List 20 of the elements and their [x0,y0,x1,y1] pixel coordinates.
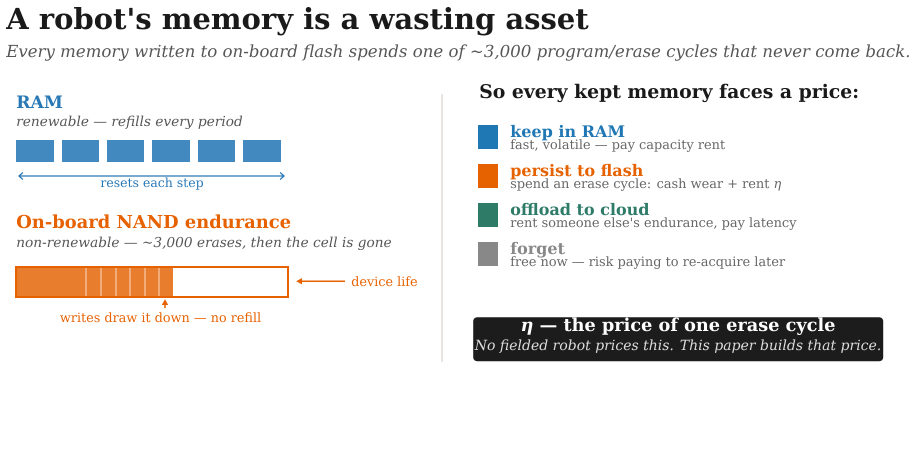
endurance-bar [15,266,289,298]
subheading: non-renewable — ~3,000 erases, then the cell is gone [17,236,392,250]
legend-label: persist to flash [510,164,643,180]
legend-label: offload to cloud [510,202,650,216]
legend-label: forget [510,242,565,258]
section-heading: So every kept memory faces a price: [480,84,858,102]
legend-label: keep in RAM [510,124,624,140]
subheading: renewable — refills every period [17,116,242,130]
section-heading: RAM [17,95,62,108]
callout-label: writes draw it down — no refill [60,312,261,322]
callout-label: device life [352,276,417,286]
description: fast, volatile — pay capacity rent [510,139,726,152]
span-label: resets each step [100,178,204,190]
description: free now — risk paying to re-acquire later [510,256,786,269]
description: rent someone else's endurance, pay latency [510,217,796,230]
section-heading: On-board NAND endurance [16,214,290,228]
description: spend an erase cycle: cash wear + rent η [510,178,781,191]
title: A robot's memory is a wasting asset [6,6,589,36]
subtitle: Every memory written to on-board flash spends one of ~3,000 program/erase cycles that never come back. [6,44,909,61]
note-box: η — the price of one erase cycle No fielded robot prices this. This paper builds that price. [473,317,884,362]
